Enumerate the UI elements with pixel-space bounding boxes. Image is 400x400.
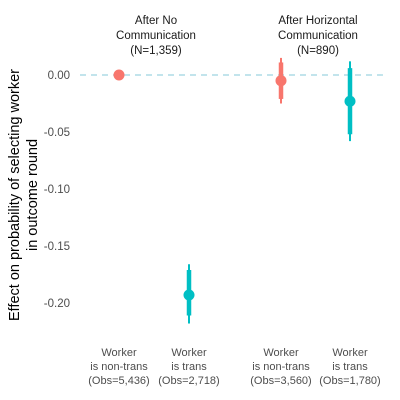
panel-title-line: After No bbox=[135, 15, 177, 27]
panel-title-line: (N=890) bbox=[297, 45, 339, 57]
panel-title-line: Communication bbox=[278, 30, 358, 42]
category-label-line: is trans bbox=[171, 361, 207, 373]
category-label-line: (Obs=2,718) bbox=[158, 375, 219, 387]
category-label-line: is non-trans bbox=[90, 361, 148, 373]
y-axis-title: Effect on probability of selecting worke… bbox=[7, 69, 41, 321]
y-axis-ticks: 0.00 -0.05 -0.10 -0.15 -0.20 bbox=[44, 70, 70, 310]
category-label-line: Worker bbox=[171, 347, 207, 359]
panel-title-line: (N=1,359) bbox=[130, 45, 182, 57]
point-estimate bbox=[344, 95, 356, 107]
point-estimate bbox=[275, 75, 287, 87]
category-label-line: (Obs=3,560) bbox=[250, 375, 311, 387]
point-estimate bbox=[183, 289, 195, 301]
category-label-line: Worker bbox=[263, 347, 299, 359]
category-label-line: Worker bbox=[101, 347, 137, 359]
y-axis-title-line-1: Effect on probability of selecting worke… bbox=[7, 69, 23, 321]
category-label-line: is trans bbox=[332, 361, 368, 373]
category-label-line: (Obs=1,780) bbox=[319, 375, 380, 387]
y-tick-label: -0.15 bbox=[44, 241, 70, 253]
y-tick-label: -0.20 bbox=[44, 298, 70, 310]
y-tick-label: -0.05 bbox=[44, 127, 70, 139]
category-label-line: is non-trans bbox=[252, 361, 310, 373]
category-label-line: (Obs=5,436) bbox=[88, 375, 149, 387]
panel-title-line: Communication bbox=[116, 30, 196, 42]
category-labels: Worker is non-trans (Obs=5,436) Worker is tr… bbox=[88, 347, 380, 387]
y-tick-label: -0.10 bbox=[44, 184, 70, 196]
y-axis-title-line-2: in outcome round bbox=[25, 139, 41, 251]
panel-title-line: After Horizontal bbox=[278, 15, 357, 27]
y-tick-label: 0.00 bbox=[48, 70, 70, 82]
category-label-line: Worker bbox=[332, 347, 368, 359]
plot-marks bbox=[113, 57, 356, 324]
panel-titles: After No Communication (N=1,359) After Hori… bbox=[116, 15, 358, 57]
point-estimate bbox=[113, 69, 125, 81]
